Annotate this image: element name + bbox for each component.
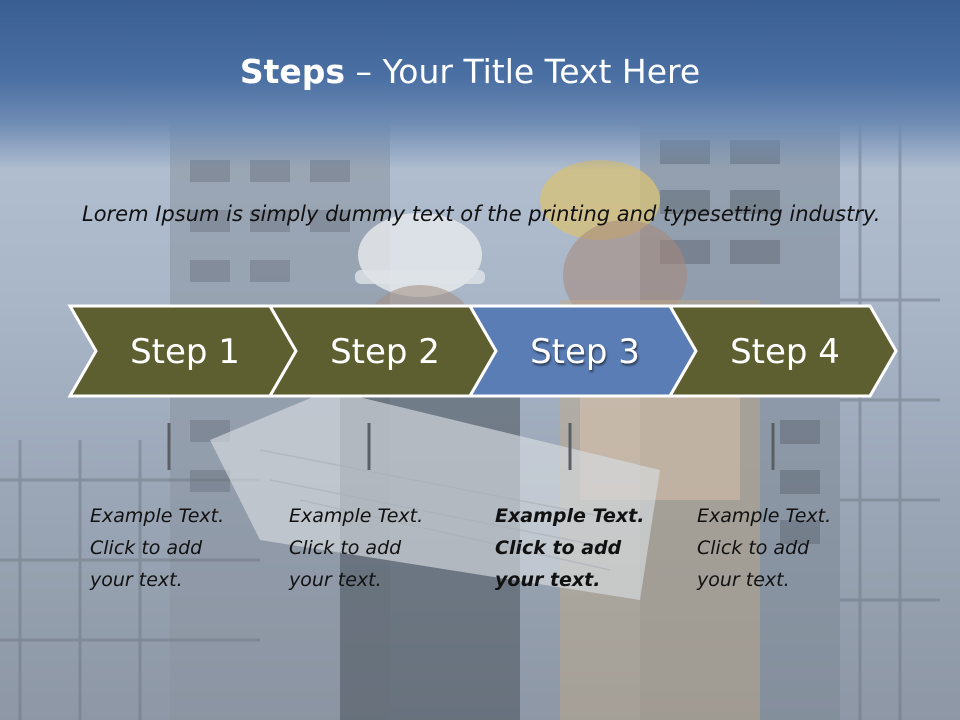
step-2-text-line-2: Click to add <box>289 537 402 559</box>
step-3-text[interactable]: Example Text. Click to add your text. <box>495 500 665 596</box>
step-3-label[interactable]: Step 3 <box>530 332 640 372</box>
step-4-chevron[interactable] <box>667 304 898 398</box>
step-3-text-line-3: your text. <box>495 569 601 591</box>
slide-title: Steps – Your Title Text Here <box>0 52 940 91</box>
step-4-text-line-3: your text. <box>697 569 790 591</box>
step-3-text-line-1: Example Text. <box>495 505 645 527</box>
step-2-text[interactable]: Example Text. Click to add your text. <box>289 500 459 596</box>
step-1-text[interactable]: Example Text. Click to add your text. <box>90 500 260 596</box>
step-1-label[interactable]: Step 1 <box>130 332 240 372</box>
step-4-text-line-1: Example Text. <box>697 505 832 527</box>
step-3-text-line-2: Click to add <box>495 537 622 559</box>
step-1-text-line-1: Example Text. <box>90 505 225 527</box>
step-4-text[interactable]: Example Text. Click to add your text. <box>697 500 867 596</box>
step-1-text-line-2: Click to add <box>90 537 203 559</box>
step-2-label[interactable]: Step 2 <box>330 332 440 372</box>
title-rest: – Your Title Text Here <box>345 52 701 91</box>
step-4-text-line-2: Click to add <box>697 537 810 559</box>
header-band <box>0 0 960 170</box>
step-2-text-line-3: your text. <box>289 569 382 591</box>
step-4-label[interactable]: Step 4 <box>730 332 840 372</box>
intro-text: Lorem Ipsum is simply dummy text of the … <box>82 202 881 226</box>
step-1-text-line-3: your text. <box>90 569 183 591</box>
title-strong: Steps <box>239 52 346 91</box>
step-2-text-line-1: Example Text. <box>289 505 424 527</box>
